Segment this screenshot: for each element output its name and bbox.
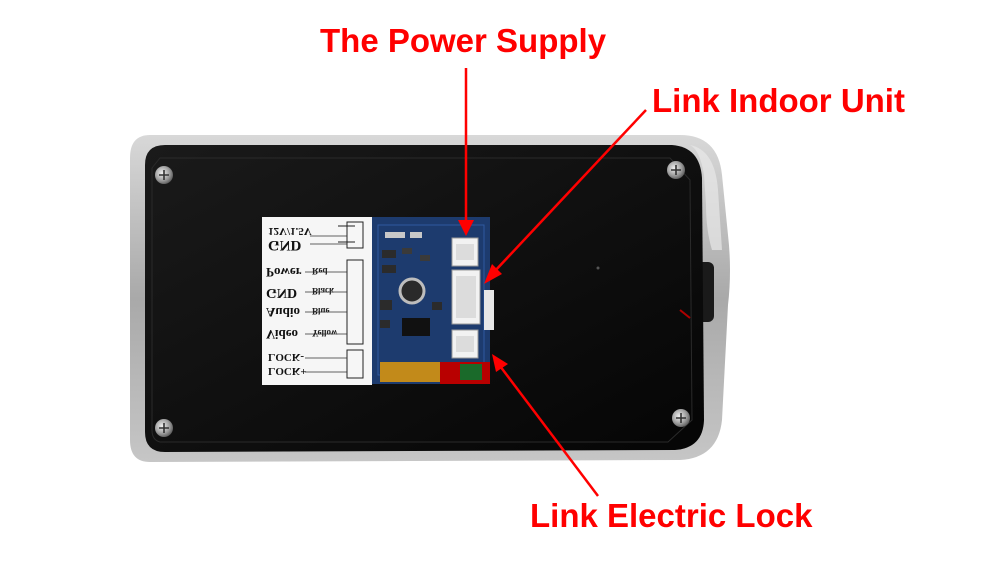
sticker-color-red: Red [312, 266, 328, 276]
sticker-label-gnd-1: GND [268, 237, 302, 253]
screw-top-right [667, 161, 685, 179]
sticker-label-power: Power [266, 265, 302, 280]
sticker-color-yellow: Yellow [312, 328, 338, 338]
sticker-label-lock-minus: LOCK- [268, 351, 305, 363]
sticker-label-gnd-2: GND [266, 285, 298, 300]
label-link-indoor-unit: Link Indoor Unit [652, 82, 905, 119]
sticker-color-black: Black [312, 286, 335, 296]
sticker-label-audio: Audio [266, 305, 300, 320]
arrow-electric-lock [492, 354, 599, 497]
arrow-indoor-unit [484, 109, 647, 284]
label-power-supply: The Power Supply [320, 22, 607, 59]
screw-bottom-right [672, 409, 690, 427]
sticker-label-lock-plus: LOCK+ [268, 365, 307, 377]
wiring-sticker [262, 217, 372, 385]
circuit-board [372, 217, 494, 384]
screw-bottom-left [155, 419, 173, 437]
label-link-electric-lock: Link Electric Lock [530, 497, 813, 534]
sticker-label-video: Video [266, 327, 299, 342]
sticker-color-blue: Blue [312, 306, 330, 316]
screw-top-left [155, 166, 173, 184]
arrow-power-supply [458, 68, 474, 236]
